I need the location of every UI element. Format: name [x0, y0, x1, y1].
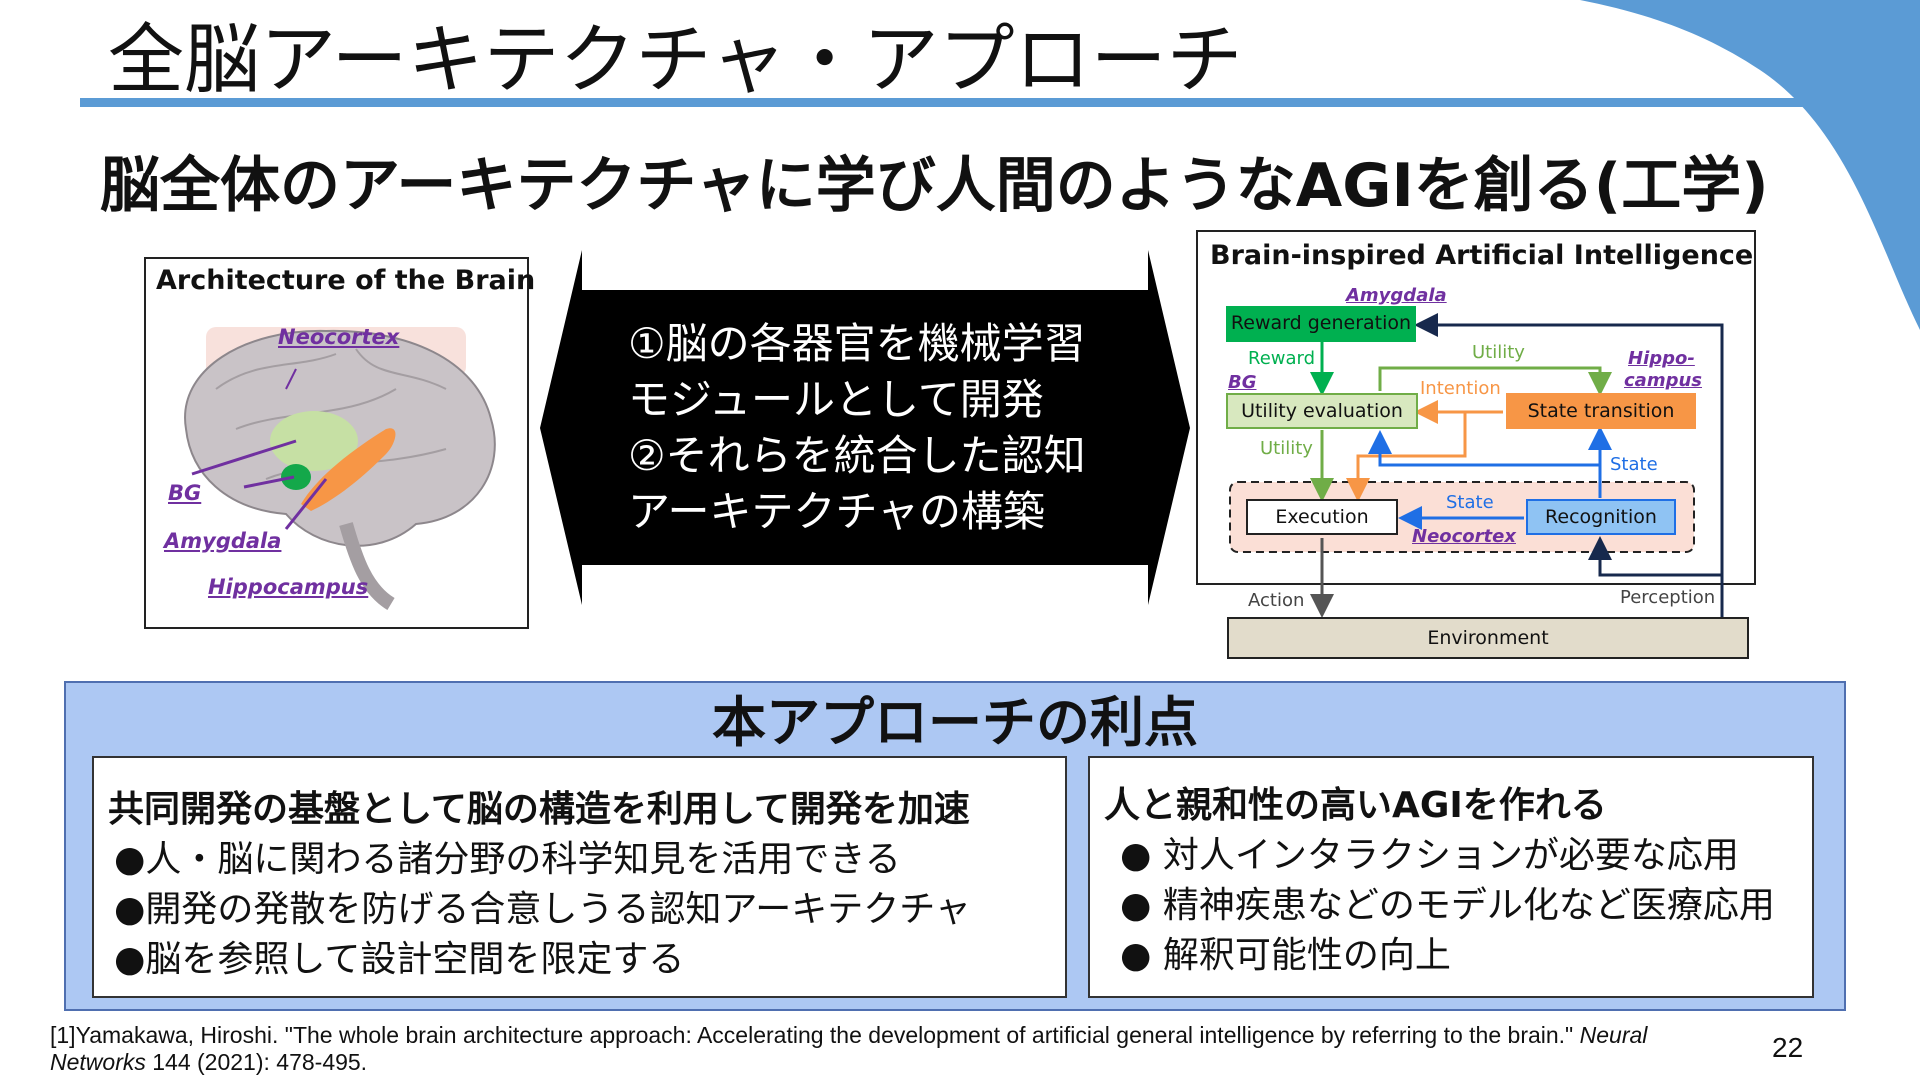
benefits-title: 本アプローチの利点: [712, 691, 1198, 754]
reference-details: 144 (2021): 478-495.: [145, 1049, 368, 1075]
benefit-item: ● 解釈可能性の向上: [1120, 935, 1451, 976]
utility-evaluation-node: Utility evaluation: [1226, 393, 1418, 429]
recognition-node: Recognition: [1526, 499, 1676, 535]
hippocampus-region-label: Hippo-: [1628, 348, 1695, 369]
bg-label: BG: [168, 481, 202, 505]
slide-title: 全脳アーキテクチャ・アプローチ: [108, 15, 1243, 104]
utility-edge-label: Utility: [1472, 342, 1525, 363]
execution-node: Execution: [1246, 499, 1398, 535]
reference-journal: Neural Networks: [50, 1022, 1648, 1075]
hippocampus-region-label: campus: [1624, 370, 1702, 391]
benefit-item: ● 対人インタラクションが必要な応用: [1120, 835, 1739, 876]
arrow-text: ①脳の各器官を機械学習 モジュールとして開発 ②それらを統合した認知 アーキテク…: [628, 316, 1108, 540]
benefit-item: ● 精神疾患などのモデル化など医療応用: [1120, 885, 1775, 926]
brain-panel-title: Architecture of the Brain: [156, 265, 536, 296]
benefit-item: ●人・脳に関わる諸分野の科学知見を活用できる: [114, 839, 901, 880]
page-number: 22: [1772, 1032, 1804, 1063]
arrow-line: ②それらを統合した認知: [628, 431, 1086, 480]
state-transition-node: State transition: [1506, 393, 1696, 429]
benefit-item: ●開発の発散を防げる合意しうる認知アーキテクチャ: [114, 889, 971, 930]
double-arrow-shape: [540, 250, 1190, 605]
benefit-card-heading: 共同開発の基盤として脳の構造を利用して開発を加速: [108, 789, 970, 830]
arrow-line: モジュールとして開発: [628, 375, 1044, 424]
arrow-line: アーキテクチャの構築: [628, 487, 1046, 536]
brain-illustration: [184, 327, 496, 610]
benefit-item: ●脳を参照して設計空間を限定する: [114, 939, 685, 980]
neocortex-region-label: Neocortex: [1412, 526, 1516, 547]
benefit-card-heading: 人と親和性の高いAGIを作れる: [1104, 785, 1607, 826]
ai-panel-title: Brain-inspired Artificial Intelligence: [1210, 240, 1754, 271]
arrow-line: ①脳の各器官を機械学習: [628, 319, 1086, 368]
neocortex-label: Neocortex: [278, 325, 400, 349]
amygdala-label: Amygdala: [164, 529, 282, 553]
environment-node: Environment: [1227, 617, 1749, 659]
benefit-card-right: 人と親和性の高いAGIを作れる ● 対人インタラクションが必要な応用 ● 精神疾…: [1088, 756, 1814, 998]
state-edge-label: State: [1610, 454, 1658, 475]
perception-edge-label: Perception: [1620, 587, 1716, 608]
reward-edge-label: Reward: [1248, 348, 1316, 369]
benefit-card-left: 共同開発の基盤として脳の構造を利用して開発を加速 ●人・脳に関わる諸分野の科学知…: [92, 756, 1067, 998]
hippocampus-label: Hippocampus: [208, 575, 369, 599]
state-edge-label: State: [1446, 492, 1494, 513]
title-underline: [80, 98, 1830, 107]
action-edge-label: Action: [1248, 590, 1305, 611]
reference-text: [1]Yamakawa, Hiroshi. "The whole brain a…: [50, 1022, 1580, 1048]
reward-generation-node: Reward generation: [1226, 306, 1416, 342]
bg-region-label: BG: [1228, 372, 1257, 393]
amygdala-region-label: Amygdala: [1346, 285, 1447, 306]
intention-edge-label: Intention: [1420, 378, 1501, 399]
slide-subtitle: 脳全体のアーキテクチャに学び人間のようなAGIを創る(工学): [100, 151, 1769, 221]
reference-citation: [1]Yamakawa, Hiroshi. "The whole brain a…: [50, 1022, 1740, 1076]
utility-edge-label: Utility: [1260, 438, 1313, 459]
brain-architecture-panel: Architecture of the Brain Neocortex BG A…: [144, 257, 535, 629]
